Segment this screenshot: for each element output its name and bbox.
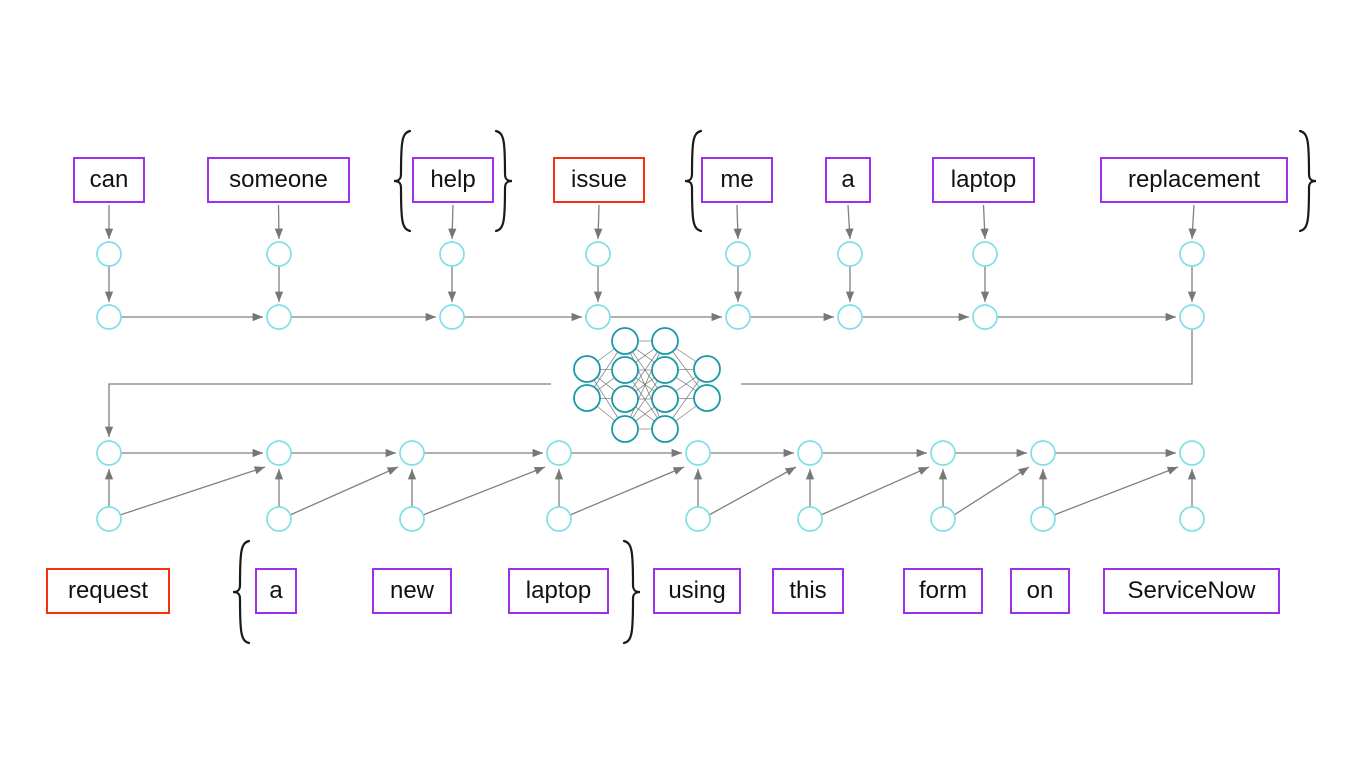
input-token-a[interactable]: a bbox=[825, 157, 871, 203]
output-token-laptop[interactable]: laptop bbox=[508, 568, 609, 614]
input-token-laptop[interactable]: laptop bbox=[932, 157, 1035, 203]
brace-close-a-new-laptop bbox=[622, 539, 642, 645]
output-token-a[interactable]: a bbox=[255, 568, 297, 614]
output-token-new[interactable]: new bbox=[372, 568, 452, 614]
token-label: request bbox=[67, 577, 149, 604]
brace-open-a-new-laptop bbox=[231, 539, 251, 645]
brace-open-help bbox=[392, 129, 412, 233]
token-label: ServiceNow bbox=[1127, 577, 1256, 604]
input-token-someone[interactable]: someone bbox=[207, 157, 350, 203]
token-label: on bbox=[1026, 577, 1054, 604]
brace-open-me bbox=[683, 129, 703, 233]
input-token-issue[interactable]: issue bbox=[553, 157, 645, 203]
token-label: form bbox=[919, 577, 967, 604]
token-label: new bbox=[389, 577, 435, 604]
token-label: issue bbox=[570, 166, 628, 193]
token-label: help bbox=[430, 166, 476, 193]
brace-close-replacement bbox=[1298, 129, 1318, 233]
output-token-form[interactable]: form bbox=[903, 568, 983, 614]
output-token-servicenow[interactable]: ServiceNow bbox=[1103, 568, 1280, 614]
token-label: using bbox=[668, 577, 726, 604]
token-label: a bbox=[269, 577, 283, 604]
output-token-this[interactable]: this bbox=[772, 568, 844, 614]
output-token-using[interactable]: using bbox=[653, 568, 741, 614]
input-token-replacement[interactable]: replacement bbox=[1100, 157, 1288, 203]
token-label: laptop bbox=[525, 577, 592, 604]
input-token-can[interactable]: can bbox=[73, 157, 145, 203]
token-label: someone bbox=[229, 166, 328, 193]
token-label: a bbox=[841, 166, 855, 193]
output-token-on[interactable]: on bbox=[1010, 568, 1070, 614]
token-label: me bbox=[720, 166, 754, 193]
token-label: this bbox=[789, 577, 827, 604]
output-token-request[interactable]: request bbox=[46, 568, 170, 614]
brace-close-help bbox=[494, 129, 514, 233]
token-label: replacement bbox=[1127, 166, 1261, 193]
input-token-help[interactable]: help bbox=[412, 157, 494, 203]
token-label: can bbox=[89, 166, 129, 193]
token-label: laptop bbox=[950, 166, 1017, 193]
input-token-me[interactable]: me bbox=[701, 157, 773, 203]
